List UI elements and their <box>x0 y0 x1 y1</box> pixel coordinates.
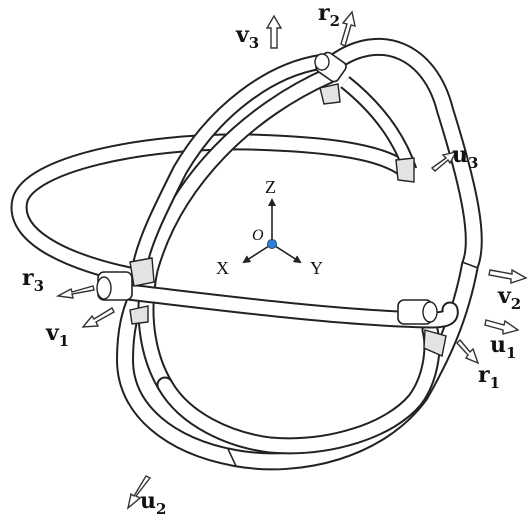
arrow-r1 <box>456 338 480 365</box>
arrow-u3 <box>430 150 458 172</box>
y-axis <box>271 243 302 264</box>
origin-label: O <box>252 227 264 244</box>
ring-diagonal <box>132 54 418 394</box>
joint-mid-right <box>395 157 415 183</box>
vector-labels: v3 r2 u3 v2 u1 r1 r3 v1 u2 <box>22 0 521 518</box>
arrow-r2 <box>340 10 356 48</box>
label-r3: r3 <box>22 265 44 295</box>
z-label: Z <box>265 177 276 197</box>
vector-arrows <box>55 10 528 510</box>
arrow-v3 <box>265 14 283 49</box>
label-r1: r1 <box>478 362 500 392</box>
joint-top <box>314 51 347 105</box>
x-label: X <box>216 258 229 278</box>
arrow-u1 <box>484 319 520 335</box>
arrow-r3 <box>55 285 95 299</box>
arrow-v2 <box>488 268 528 284</box>
label-v3: v3 <box>235 22 259 52</box>
label-u2: u2 <box>140 488 166 518</box>
arrow-v1 <box>81 307 115 328</box>
ring-lower <box>156 321 441 455</box>
coordinate-frame: Z O X Y <box>216 177 323 278</box>
joint-left <box>96 257 155 325</box>
label-r2: r2 <box>318 0 340 30</box>
label-u3: u3 <box>452 142 478 172</box>
joint-right <box>397 299 447 357</box>
y-label: Y <box>310 258 323 278</box>
label-u1: u1 <box>490 332 516 362</box>
ring-horizontal <box>10 133 411 284</box>
label-v2: v2 <box>497 283 521 313</box>
label-v1: v1 <box>45 320 69 350</box>
ring-front-band <box>101 281 459 329</box>
arrow-u2 <box>126 475 152 510</box>
x-axis <box>242 243 273 264</box>
origin-dot <box>267 239 277 249</box>
